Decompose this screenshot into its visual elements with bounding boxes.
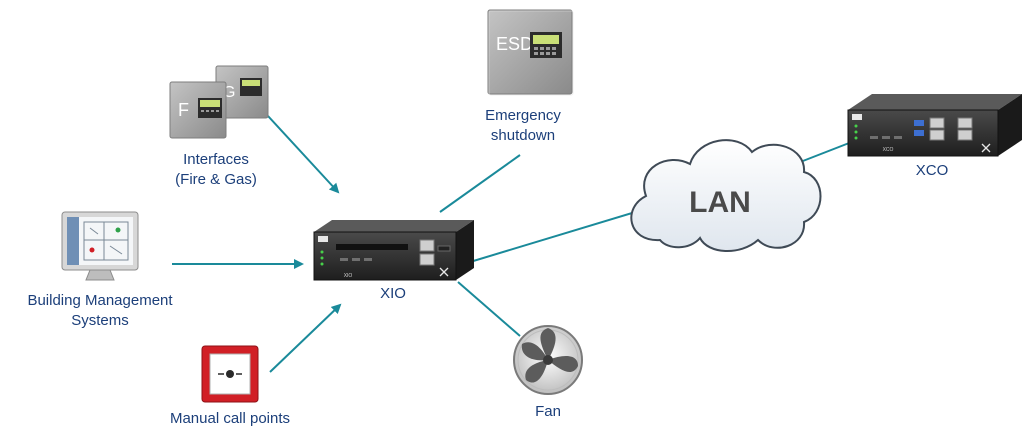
xio-label: XIO [380, 285, 406, 302]
esd-label-line1: Emergency [485, 107, 561, 124]
fire-panel-letter: F [178, 100, 189, 120]
interfaces-label-line1: Interfaces [183, 151, 249, 168]
xco-label: XCO [916, 162, 949, 179]
fan-label: Fan [535, 403, 561, 420]
connector-xio-to-lan [469, 209, 643, 263]
fan-icon [513, 325, 583, 395]
esd-panel-letter: ESD [496, 34, 533, 54]
xio-device-icon: XIO [313, 220, 474, 281]
interfaces-label-line2: (Fire & Gas) [175, 171, 257, 188]
connector-call-points-to-xio [269, 303, 342, 373]
connector-xio-to-fan [457, 281, 521, 337]
connector-xio-to-esd [439, 154, 521, 213]
xco-device-icon: XCO [847, 94, 1022, 157]
fire-gas-panel-icon: G F [169, 65, 269, 139]
fire-panel-icon: F [169, 81, 227, 139]
cloud-icon [630, 139, 822, 253]
esd-label-line2: shutdown [491, 127, 555, 144]
xio-device-text: XIO [344, 273, 353, 279]
monitor-icon [61, 211, 139, 281]
bms-label-line2: Systems [71, 312, 129, 329]
connector-interfaces-to-xio [267, 115, 340, 194]
gas-panel-icon: G [215, 65, 269, 119]
call-point-icon [201, 345, 259, 403]
esd-panel-icon: ESD [487, 9, 574, 96]
bms-label-line1: Building Management [27, 292, 173, 309]
call-points-label: Manual call points [170, 410, 290, 427]
lan-label: LAN [689, 186, 751, 219]
xco-device-text: XCO [883, 147, 894, 153]
